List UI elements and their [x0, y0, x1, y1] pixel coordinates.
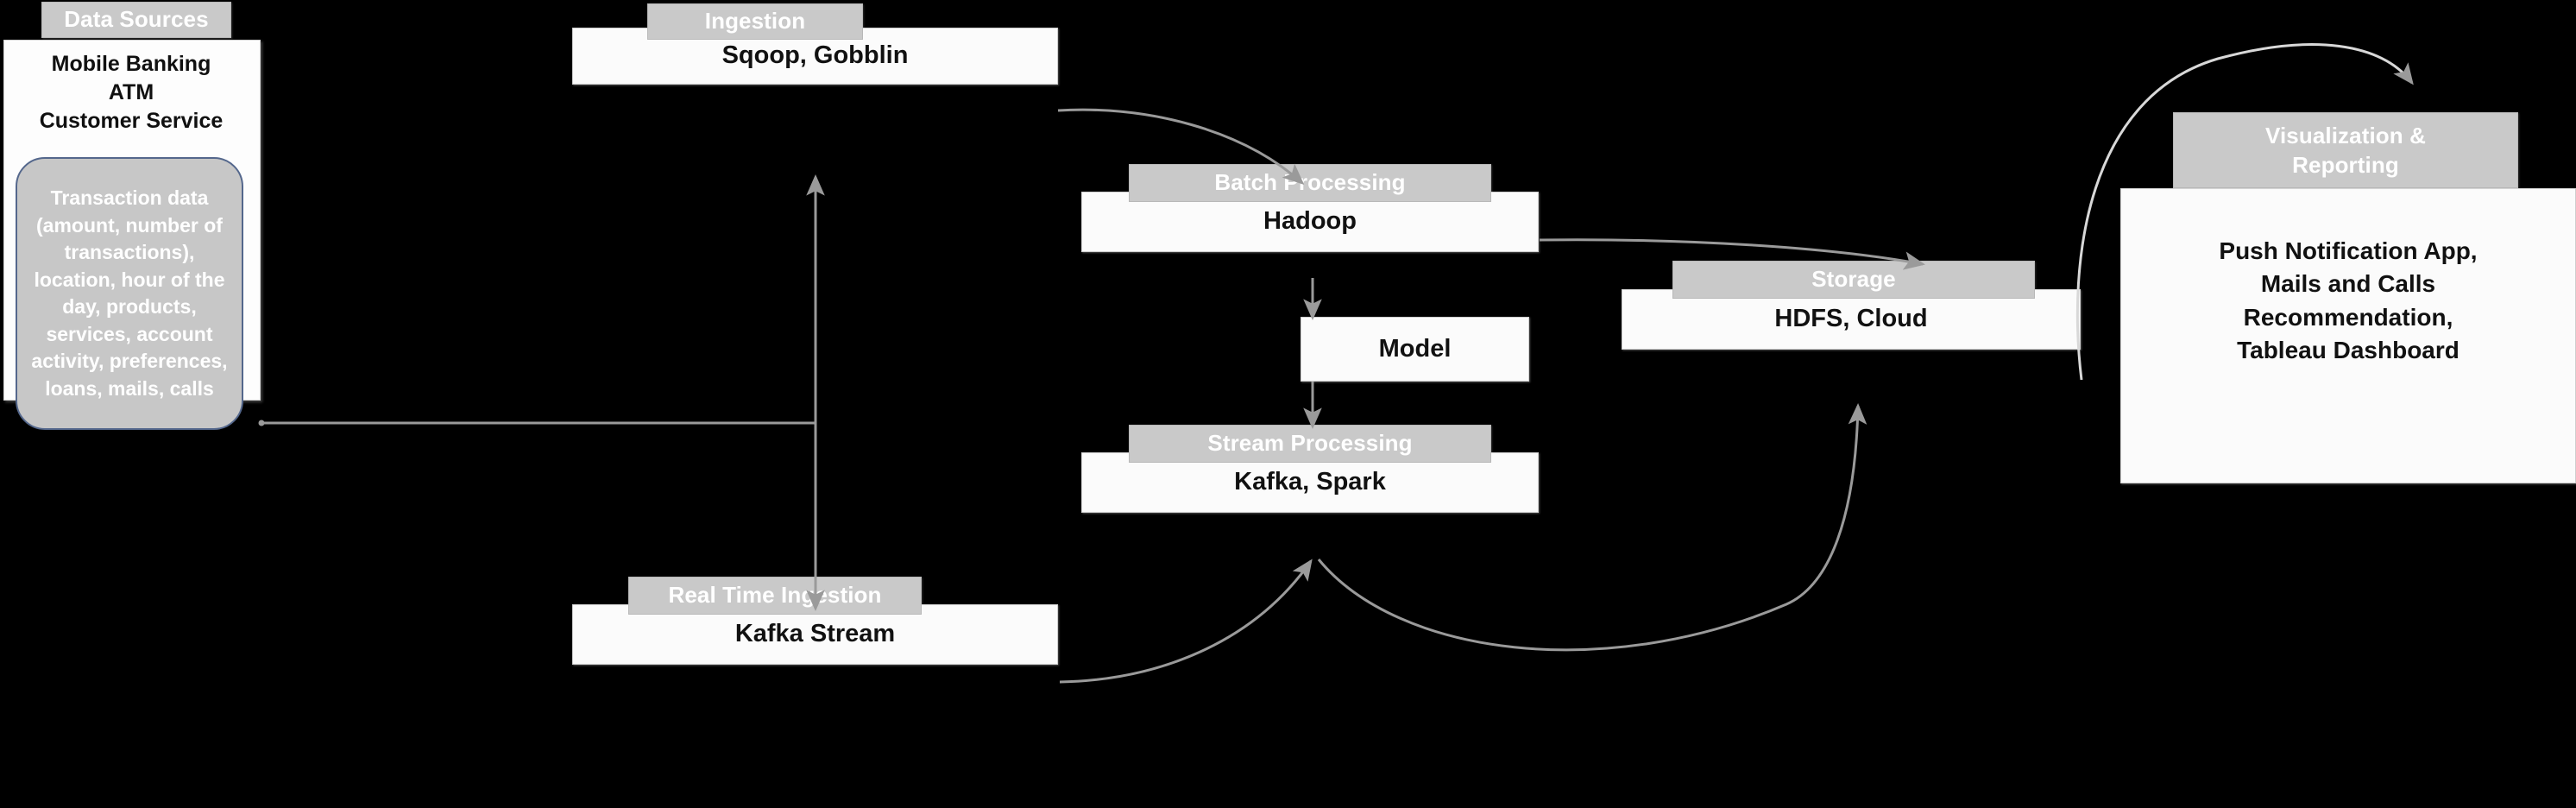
node-visualization-body: Push Notification App, Mails and Calls R…	[2120, 188, 2576, 483]
edge-data-sources-to-ingestion-trunk	[258, 174, 825, 612]
node-batch-processing-header: Batch Processing	[1129, 164, 1491, 202]
node-model-body: Model	[1301, 317, 1529, 382]
node-data-sources-body: Mobile Banking ATM Customer Service	[39, 52, 224, 133]
node-real-time-ingestion-header: Real Time Ingestion	[628, 577, 922, 615]
node-ingestion-header: Ingestion	[647, 3, 863, 40]
node-visualization-header: Visualization & Reporting	[2173, 112, 2518, 188]
node-stream-processing-header: Stream Processing	[1129, 425, 1491, 463]
node-storage-body: HDFS, Cloud	[1622, 289, 2081, 350]
edge-real-time-ingestion-to-stream-processing	[1059, 559, 1313, 684]
node-data-sources-header: Data Sources	[41, 2, 231, 38]
node-transaction-data-bubble: Transaction data (amount, number of tran…	[16, 157, 243, 430]
node-storage-header: Storage	[1672, 261, 2035, 299]
